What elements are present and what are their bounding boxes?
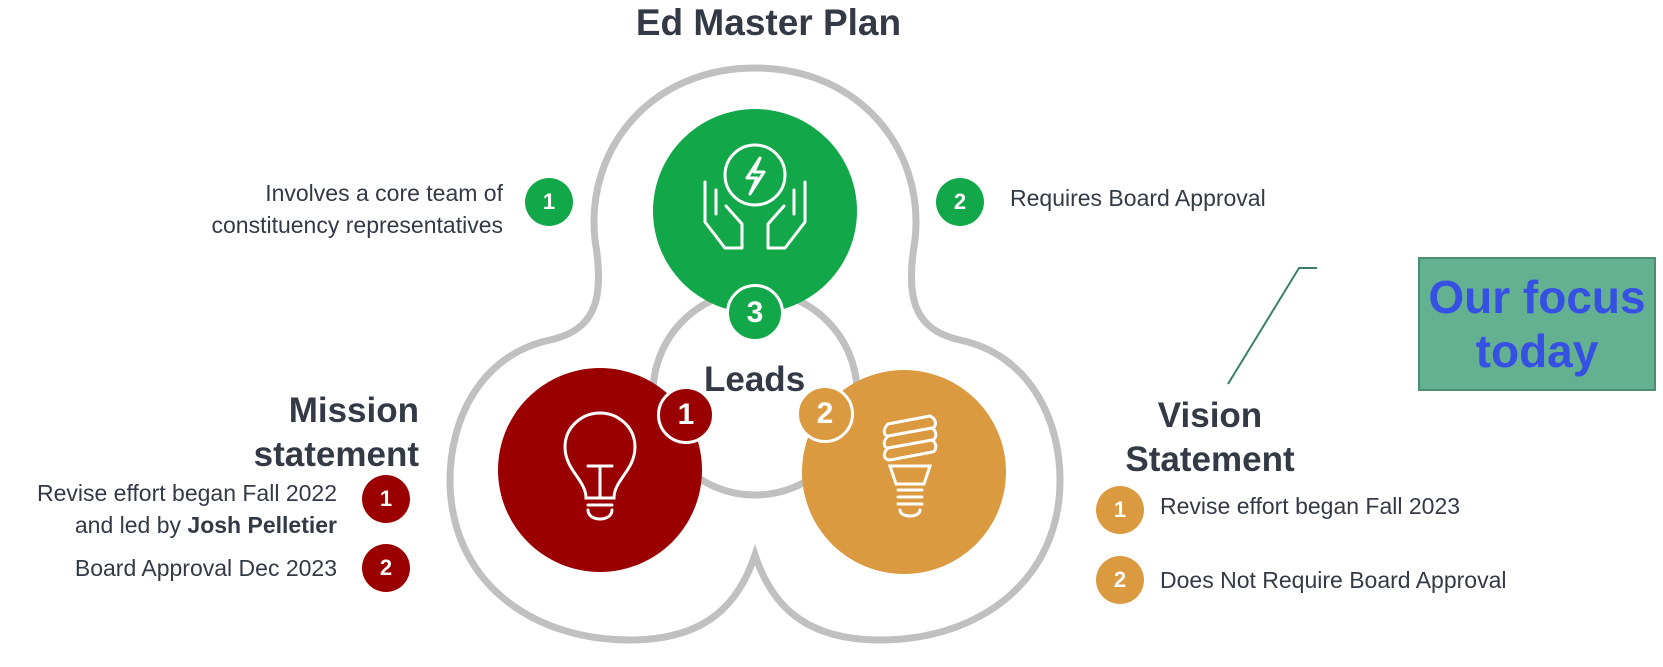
callout-connector	[1227, 267, 1317, 385]
focus-callout: Our focus today	[1418, 257, 1656, 391]
vision-heading-line1: Vision	[1157, 396, 1263, 435]
mission-heading-line1: Mission	[288, 391, 419, 430]
top-left-note-line2: constituency representatives	[211, 212, 504, 238]
top-right-note-badge: 2	[936, 178, 984, 226]
outer-outline	[446, 64, 1064, 644]
mission-heading-line2: statement	[253, 435, 419, 474]
mission-item-2: Board Approval Dec 2023	[74, 555, 337, 581]
vision-heading-line2: Statement	[1125, 440, 1295, 479]
green-circle	[653, 109, 857, 313]
mission-item-1-line2: and led by Josh Pelletier	[74, 512, 337, 538]
vision-item-1-badge: 1	[1096, 486, 1144, 534]
red-circle-badge: 1	[657, 386, 715, 444]
vision-item-2-text: Does Not Require Board Approval	[1160, 567, 1507, 593]
vision-item-2-badge: 2	[1096, 556, 1144, 604]
mission-item-2-badge: 2	[362, 544, 410, 592]
mission-item-1-line1: Revise effort began Fall 2022	[36, 480, 337, 506]
top-right-note-text: Requires Board Approval	[1010, 185, 1266, 211]
green-circle-badge: 3	[726, 284, 784, 342]
vision-heading: Vision Statement	[1124, 394, 1296, 482]
mission-item-1: Revise effort began Fall 2022 and led by…	[37, 477, 337, 541]
lightbulb-icon	[563, 411, 637, 521]
leads-label: Leads	[704, 360, 806, 399]
vision-item-1-text: Revise effort began Fall 2023	[1160, 493, 1461, 519]
top-left-note: Involves a core team of constituency rep…	[212, 177, 504, 241]
focus-callout-text: Our focus today	[1428, 271, 1646, 377]
cfl-bulb-icon	[882, 414, 938, 518]
hands-energy-icon	[703, 143, 807, 250]
diagram-title: Ed Master Plan	[635, 2, 902, 43]
mission-heading: Mission statement	[254, 389, 419, 477]
top-left-note-badge: 1	[525, 178, 573, 226]
mission-item-1-badge: 1	[362, 475, 410, 523]
orange-circle-badge: 2	[796, 385, 854, 443]
top-left-note-line1: Involves a core team of	[265, 180, 503, 206]
